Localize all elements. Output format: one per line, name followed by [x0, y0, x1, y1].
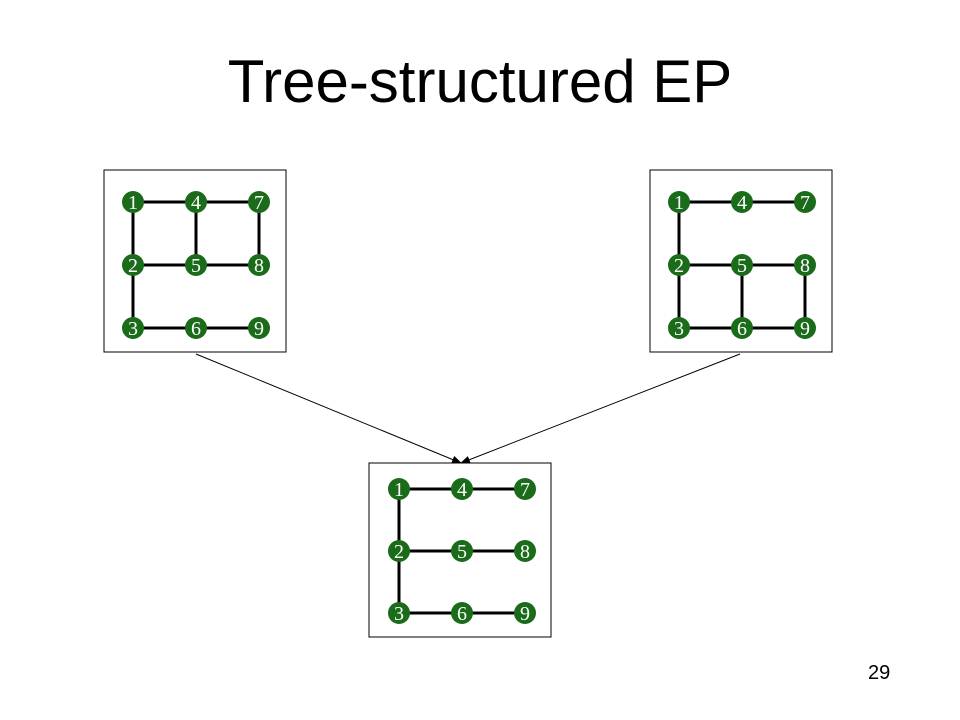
node-circle	[794, 254, 816, 276]
node-circle	[514, 478, 536, 500]
node-6: 6	[451, 602, 473, 625]
node-label: 4	[457, 479, 467, 501]
graph-top-right: 1 2 3 4 5 6 7 8 9	[649, 169, 833, 353]
node-1: 1	[668, 191, 690, 214]
node-label: 2	[394, 541, 404, 563]
page-number: 29	[868, 662, 891, 684]
node-7: 7	[794, 191, 816, 214]
node-circle	[731, 317, 753, 339]
node-label: 2	[674, 255, 684, 277]
node-2: 2	[388, 540, 410, 563]
node-circle	[388, 602, 410, 624]
node-circle	[122, 254, 144, 276]
node-label: 1	[674, 192, 684, 214]
node-circle	[451, 478, 473, 500]
arrow-top-right-to-bottom	[460, 353, 741, 464]
node-8: 8	[794, 254, 816, 277]
node-label: 9	[520, 603, 530, 625]
arrow-top-left-to-bottom	[195, 353, 462, 464]
slide-title: Tree-structured EP	[227, 48, 733, 115]
node-circle	[668, 254, 690, 276]
node-8: 8	[514, 540, 536, 563]
node-circle	[185, 254, 207, 276]
node-circle	[248, 254, 270, 276]
node-3: 3	[668, 317, 690, 340]
node-label: 3	[674, 318, 684, 340]
arrows-layer	[195, 353, 741, 464]
node-label: 7	[800, 192, 810, 214]
node-2: 2	[668, 254, 690, 277]
node-circle	[514, 540, 536, 562]
graph-top-left: 1 2 3 4 5 6 7 8 9	[103, 169, 287, 353]
node-7: 7	[514, 478, 536, 501]
node-9: 9	[248, 317, 270, 340]
node-5: 5	[731, 254, 753, 277]
node-7: 7	[248, 191, 270, 214]
node-label: 3	[394, 603, 404, 625]
node-circle	[451, 540, 473, 562]
node-circle	[122, 191, 144, 213]
graph-bottom: 1 2 3 4 5 6 7 8 9	[368, 462, 552, 638]
graphs-layer: 1 2 3 4 5 6 7 8 9 1 2 3 4 5 6 7 8 9 1 2 3 4 5 6 7 8 9	[103, 169, 833, 638]
node-circle	[388, 478, 410, 500]
node-label: 8	[520, 541, 530, 563]
node-circle	[388, 540, 410, 562]
node-label: 8	[254, 255, 264, 277]
node-circle	[514, 602, 536, 624]
node-4: 4	[451, 478, 473, 501]
node-6: 6	[731, 317, 753, 340]
node-label: 6	[737, 318, 747, 340]
node-label: 4	[737, 192, 747, 214]
node-label: 6	[457, 603, 467, 625]
node-label: 7	[520, 479, 530, 501]
node-label: 3	[128, 318, 138, 340]
node-circle	[794, 191, 816, 213]
node-circle	[794, 317, 816, 339]
node-label: 9	[254, 318, 264, 340]
node-label: 9	[800, 318, 810, 340]
node-1: 1	[388, 478, 410, 501]
node-circle	[248, 191, 270, 213]
node-3: 3	[122, 317, 144, 340]
node-label: 1	[394, 479, 404, 501]
node-1: 1	[122, 191, 144, 214]
node-label: 5	[191, 255, 201, 277]
node-8: 8	[248, 254, 270, 277]
node-6: 6	[185, 317, 207, 340]
node-circle	[185, 191, 207, 213]
node-circle	[122, 317, 144, 339]
node-circle	[668, 191, 690, 213]
node-4: 4	[185, 191, 207, 214]
node-label: 5	[737, 255, 747, 277]
node-5: 5	[451, 540, 473, 563]
node-2: 2	[122, 254, 144, 277]
node-label: 6	[191, 318, 201, 340]
node-label: 7	[254, 192, 264, 214]
node-circle	[731, 254, 753, 276]
node-label: 2	[128, 255, 138, 277]
node-circle	[668, 317, 690, 339]
node-9: 9	[514, 602, 536, 625]
node-3: 3	[388, 602, 410, 625]
node-label: 8	[800, 255, 810, 277]
node-label: 4	[191, 192, 201, 214]
node-circle	[451, 602, 473, 624]
node-label: 5	[457, 541, 467, 563]
node-circle	[731, 191, 753, 213]
node-5: 5	[185, 254, 207, 277]
node-label: 1	[128, 192, 138, 214]
node-9: 9	[794, 317, 816, 340]
node-circle	[248, 317, 270, 339]
node-4: 4	[731, 191, 753, 214]
node-circle	[185, 317, 207, 339]
